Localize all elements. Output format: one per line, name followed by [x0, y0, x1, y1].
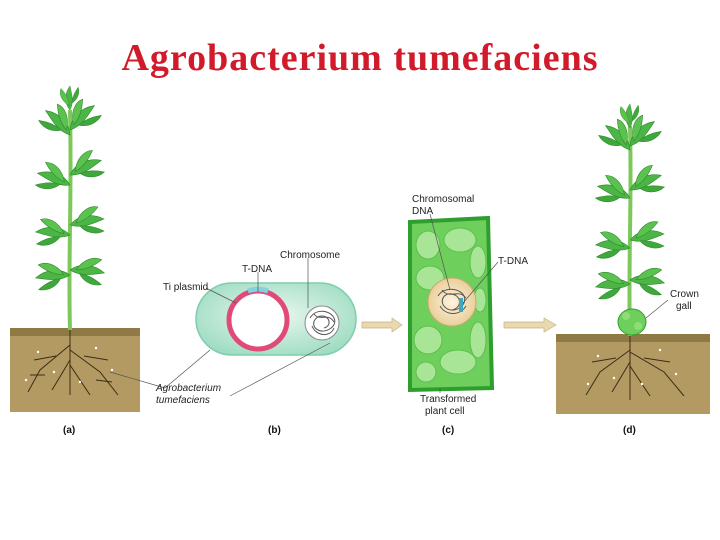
nucleus	[427, 277, 477, 327]
roots-d	[585, 336, 685, 400]
bacterium	[195, 282, 357, 356]
panel-label-d: (d)	[623, 425, 636, 436]
ti-plasmid	[226, 288, 290, 352]
panel-label-c: (c)	[442, 425, 454, 436]
page-title: Agrobacterium tumefaciens	[121, 37, 599, 79]
tdna-label-c: T-DNA	[498, 256, 528, 267]
crown-gall	[617, 308, 647, 336]
chromosomal-dna-label-line2: DNA	[412, 206, 433, 217]
ti-plasmid-label: Ti plasmid	[163, 282, 208, 293]
arrow-c-to-d	[503, 317, 557, 333]
tdna-label-b: T-DNA	[242, 264, 272, 275]
transformed-cell-label-line2: plant cell	[425, 406, 464, 417]
chromosome-coil-b	[304, 305, 340, 341]
plant-d	[556, 102, 710, 414]
agrobacterium-label-line2: tumefaciens	[156, 395, 210, 406]
chromosome-coil-c	[437, 288, 467, 314]
panel-label-b: (b)	[268, 425, 281, 436]
chromosome-label: Chromosome	[280, 250, 340, 261]
plant-a	[10, 84, 140, 412]
crown-gall-label-line1: Crown	[670, 289, 699, 300]
soil-d	[556, 334, 710, 414]
chromosomal-dna-label-line1: Chromosomal	[412, 194, 474, 205]
arrow-b-to-c	[361, 317, 403, 333]
roots-a	[27, 330, 119, 396]
agrobacterium-label-line1: Agrobacterium	[155, 383, 221, 394]
panel-label-a: (a)	[63, 425, 75, 436]
soil-a	[10, 328, 140, 412]
crown-gall-label-line2: gall	[676, 301, 692, 312]
plant-cell	[408, 215, 495, 393]
transformed-cell-label-line1: Transformed	[420, 394, 476, 405]
